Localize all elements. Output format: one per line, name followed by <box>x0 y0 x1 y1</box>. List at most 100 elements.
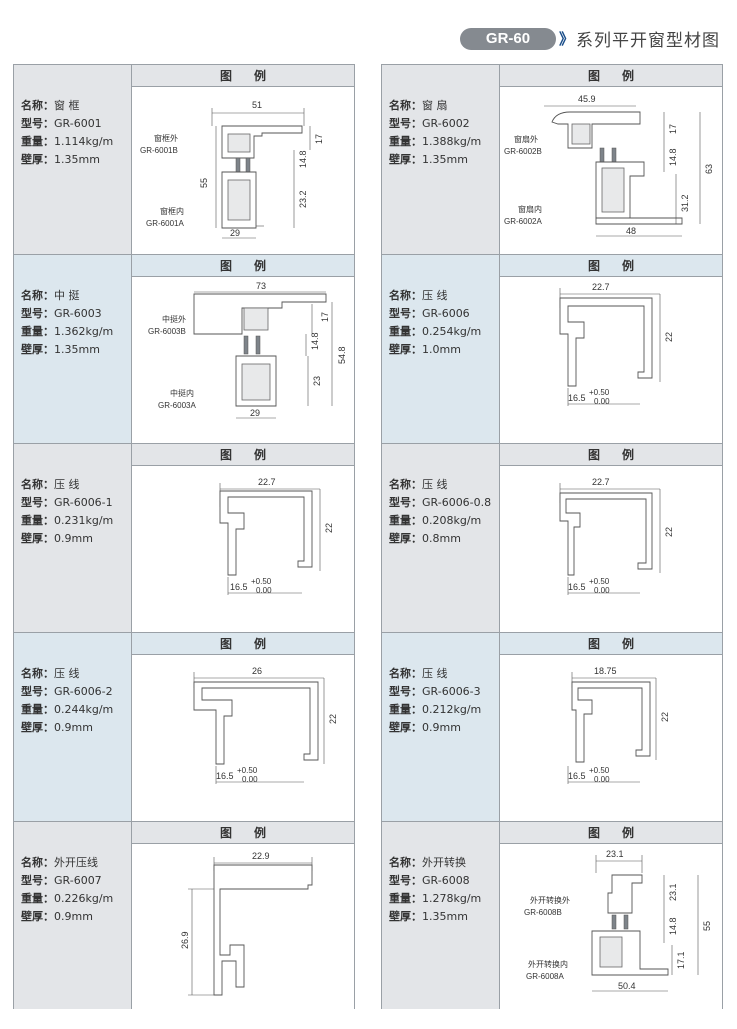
page-header: GR-60 》 系列平开窗型材图 <box>452 26 732 54</box>
svg-text:22.7: 22.7 <box>258 477 276 487</box>
svg-text:22: 22 <box>660 712 670 722</box>
svg-text:48: 48 <box>626 226 636 236</box>
series-badge: GR-60 <box>460 28 556 50</box>
svg-text:63: 63 <box>704 164 714 174</box>
profile-row-gr-6006-1: 名称：压 线 型号：GR-6006-1 重量：0.231kg/m 壁厚：0.9m… <box>14 444 354 632</box>
profile-thickness: 1.35mm <box>422 910 468 923</box>
profile-weight: 1.114kg/m <box>54 135 114 148</box>
svg-text:14.8: 14.8 <box>668 148 678 166</box>
profile-thickness: 0.9mm <box>54 910 93 923</box>
profile-thickness: 0.9mm <box>422 721 461 734</box>
part-code: GR-6008B <box>524 908 562 917</box>
part-code: GR-6001A <box>146 219 184 228</box>
svg-text:16.5: 16.5 <box>568 393 586 403</box>
profile-row-gr-6007: 名称：外开压线 型号：GR-6007 重量：0.226kg/m 壁厚：0.9mm… <box>14 822 354 1009</box>
profile-figure: 图例 22.9 26.9 <box>132 822 354 1009</box>
svg-text:51: 51 <box>252 100 262 110</box>
profile-figure: 图例 22.7 22 16.5 +0.50 0.00 <box>500 444 722 632</box>
svg-text:29: 29 <box>230 228 240 238</box>
profile-model: GR-6008 <box>422 874 470 887</box>
svg-text:0.00: 0.00 <box>594 397 610 406</box>
profile-model: GR-6002 <box>422 117 470 130</box>
part-label: 外开转换外 <box>530 895 570 905</box>
profile-drawing: 18.75 22 16.5 +0.50 0.00 <box>567 666 670 784</box>
profile-name: 压 线 <box>54 667 80 680</box>
profile-name: 外开压线 <box>54 856 98 869</box>
profile-name: 窗 扇 <box>422 99 448 112</box>
profile-drawing: 51 29 55 17 14.8 2 <box>140 100 324 239</box>
profile-figure: 图例 51 29 55 <box>132 65 354 254</box>
profile-info: 名称：外开压线 型号：GR-6007 重量：0.226kg/m 壁厚：0.9mm <box>14 822 132 1009</box>
page-title: 系列平开窗型材图 <box>576 31 720 51</box>
svg-text:17: 17 <box>314 134 324 144</box>
profile-weight: 0.231kg/m <box>54 514 114 527</box>
part-code: GR-6003B <box>148 327 186 336</box>
svg-text:17: 17 <box>668 124 678 134</box>
svg-text:0.00: 0.00 <box>256 586 272 595</box>
profile-model: GR-6006-0.8 <box>422 496 492 509</box>
part-label: 窗扇外 <box>514 134 538 144</box>
svg-text:23: 23 <box>312 376 322 386</box>
profile-thickness: 1.35mm <box>54 153 100 166</box>
svg-text:17.1: 17.1 <box>676 951 686 969</box>
svg-text:22.9: 22.9 <box>252 851 270 861</box>
profile-model: GR-6007 <box>54 874 102 887</box>
profile-row-gr-6003: 名称：中 挺 型号：GR-6003 重量：1.362kg/m 壁厚：1.35mm… <box>14 255 354 443</box>
profile-name: 窗 框 <box>54 99 80 112</box>
profile-model: GR-6006 <box>422 307 470 320</box>
profile-drawing: 22.7 22 16.5 +0.50 0.00 <box>559 282 674 406</box>
part-code: GR-6001B <box>140 146 178 155</box>
profile-info: 名称：中 挺 型号：GR-6003 重量：1.362kg/m 壁厚：1.35mm <box>14 255 132 443</box>
profile-name: 压 线 <box>422 478 448 491</box>
profile-drawing: 22.9 26.9 <box>180 851 313 996</box>
profile-table-right: 名称：窗 扇 型号：GR-6002 重量：1.388kg/m 壁厚：1.35mm… <box>381 64 723 1009</box>
profile-row-gr-6002: 名称：窗 扇 型号：GR-6002 重量：1.388kg/m 壁厚：1.35mm… <box>382 65 722 254</box>
profile-model: GR-6001 <box>54 117 102 130</box>
part-label: 窗框内 <box>160 206 184 216</box>
profile-row-gr-6006-2: 名称：压 线 型号：GR-6006-2 重量：0.244kg/m 壁厚：0.9m… <box>14 633 354 821</box>
svg-text:22.7: 22.7 <box>592 477 610 487</box>
part-code: GR-6002A <box>504 217 542 226</box>
svg-text:22: 22 <box>664 332 674 342</box>
profile-weight: 0.244kg/m <box>54 703 114 716</box>
profile-info: 名称：压 线 型号：GR-6006-0.8 重量：0.208kg/m 壁厚：0.… <box>382 444 500 632</box>
profile-model: GR-6006-2 <box>54 685 113 698</box>
profile-name: 压 线 <box>422 667 448 680</box>
svg-text:22: 22 <box>324 523 334 533</box>
profile-row-gr-6006-3: 名称：压 线 型号：GR-6006-3 重量：0.212kg/m 壁厚：0.9m… <box>382 633 722 821</box>
profile-thickness: 0.9mm <box>54 721 93 734</box>
profile-info: 名称：压 线 型号：GR-6006-1 重量：0.231kg/m 壁厚：0.9m… <box>14 444 132 632</box>
profile-weight: 0.226kg/m <box>54 892 114 905</box>
profile-thickness: 1.35mm <box>422 153 468 166</box>
profile-info: 名称：外开转换 型号：GR-6008 重量：1.278kg/m 壁厚：1.35m… <box>382 822 500 1009</box>
profile-figure: 图例 45.9 48 17 14.8 <box>500 65 722 254</box>
double-chevron-icon: 》 <box>559 30 575 48</box>
svg-text:45.9: 45.9 <box>578 94 596 104</box>
profile-info: 名称：压 线 型号：GR-6006-3 重量：0.212kg/m 壁厚：0.9m… <box>382 633 500 821</box>
svg-text:+0.50: +0.50 <box>589 766 610 775</box>
part-label: 外开转换内 <box>528 959 568 969</box>
figure-heading: 图例 <box>500 822 722 844</box>
profile-row-gr-6001: 名称：窗 框 型号：GR-6001 重量：1.114kg/m 壁厚：1.35mm… <box>14 65 354 254</box>
profile-drawing: 23.1 50.4 23.1 14.8 55 17.1 外开 <box>524 849 712 992</box>
svg-text:16.5: 16.5 <box>230 582 248 592</box>
figure-heading: 图例 <box>132 633 354 655</box>
svg-text:14.8: 14.8 <box>310 332 320 350</box>
svg-text:54.8: 54.8 <box>337 346 347 364</box>
part-label: 中挺外 <box>162 314 186 324</box>
svg-text:+0.50: +0.50 <box>237 766 258 775</box>
svg-text:23.1: 23.1 <box>668 883 678 901</box>
profile-model: GR-6003 <box>54 307 102 320</box>
svg-text:26: 26 <box>252 666 262 676</box>
profile-weight: 0.208kg/m <box>422 514 482 527</box>
svg-text:22: 22 <box>664 527 674 537</box>
svg-text:+0.50: +0.50 <box>251 577 272 586</box>
part-label: 中挺内 <box>170 388 194 398</box>
profile-name: 压 线 <box>54 478 80 491</box>
figure-heading: 图例 <box>500 444 722 466</box>
svg-text:14.8: 14.8 <box>668 917 678 935</box>
svg-text:0.00: 0.00 <box>594 775 610 784</box>
svg-text:17: 17 <box>320 312 330 322</box>
profile-drawing: 22.7 22 16.5 +0.50 0.00 <box>219 477 334 595</box>
svg-text:22.7: 22.7 <box>592 282 610 292</box>
